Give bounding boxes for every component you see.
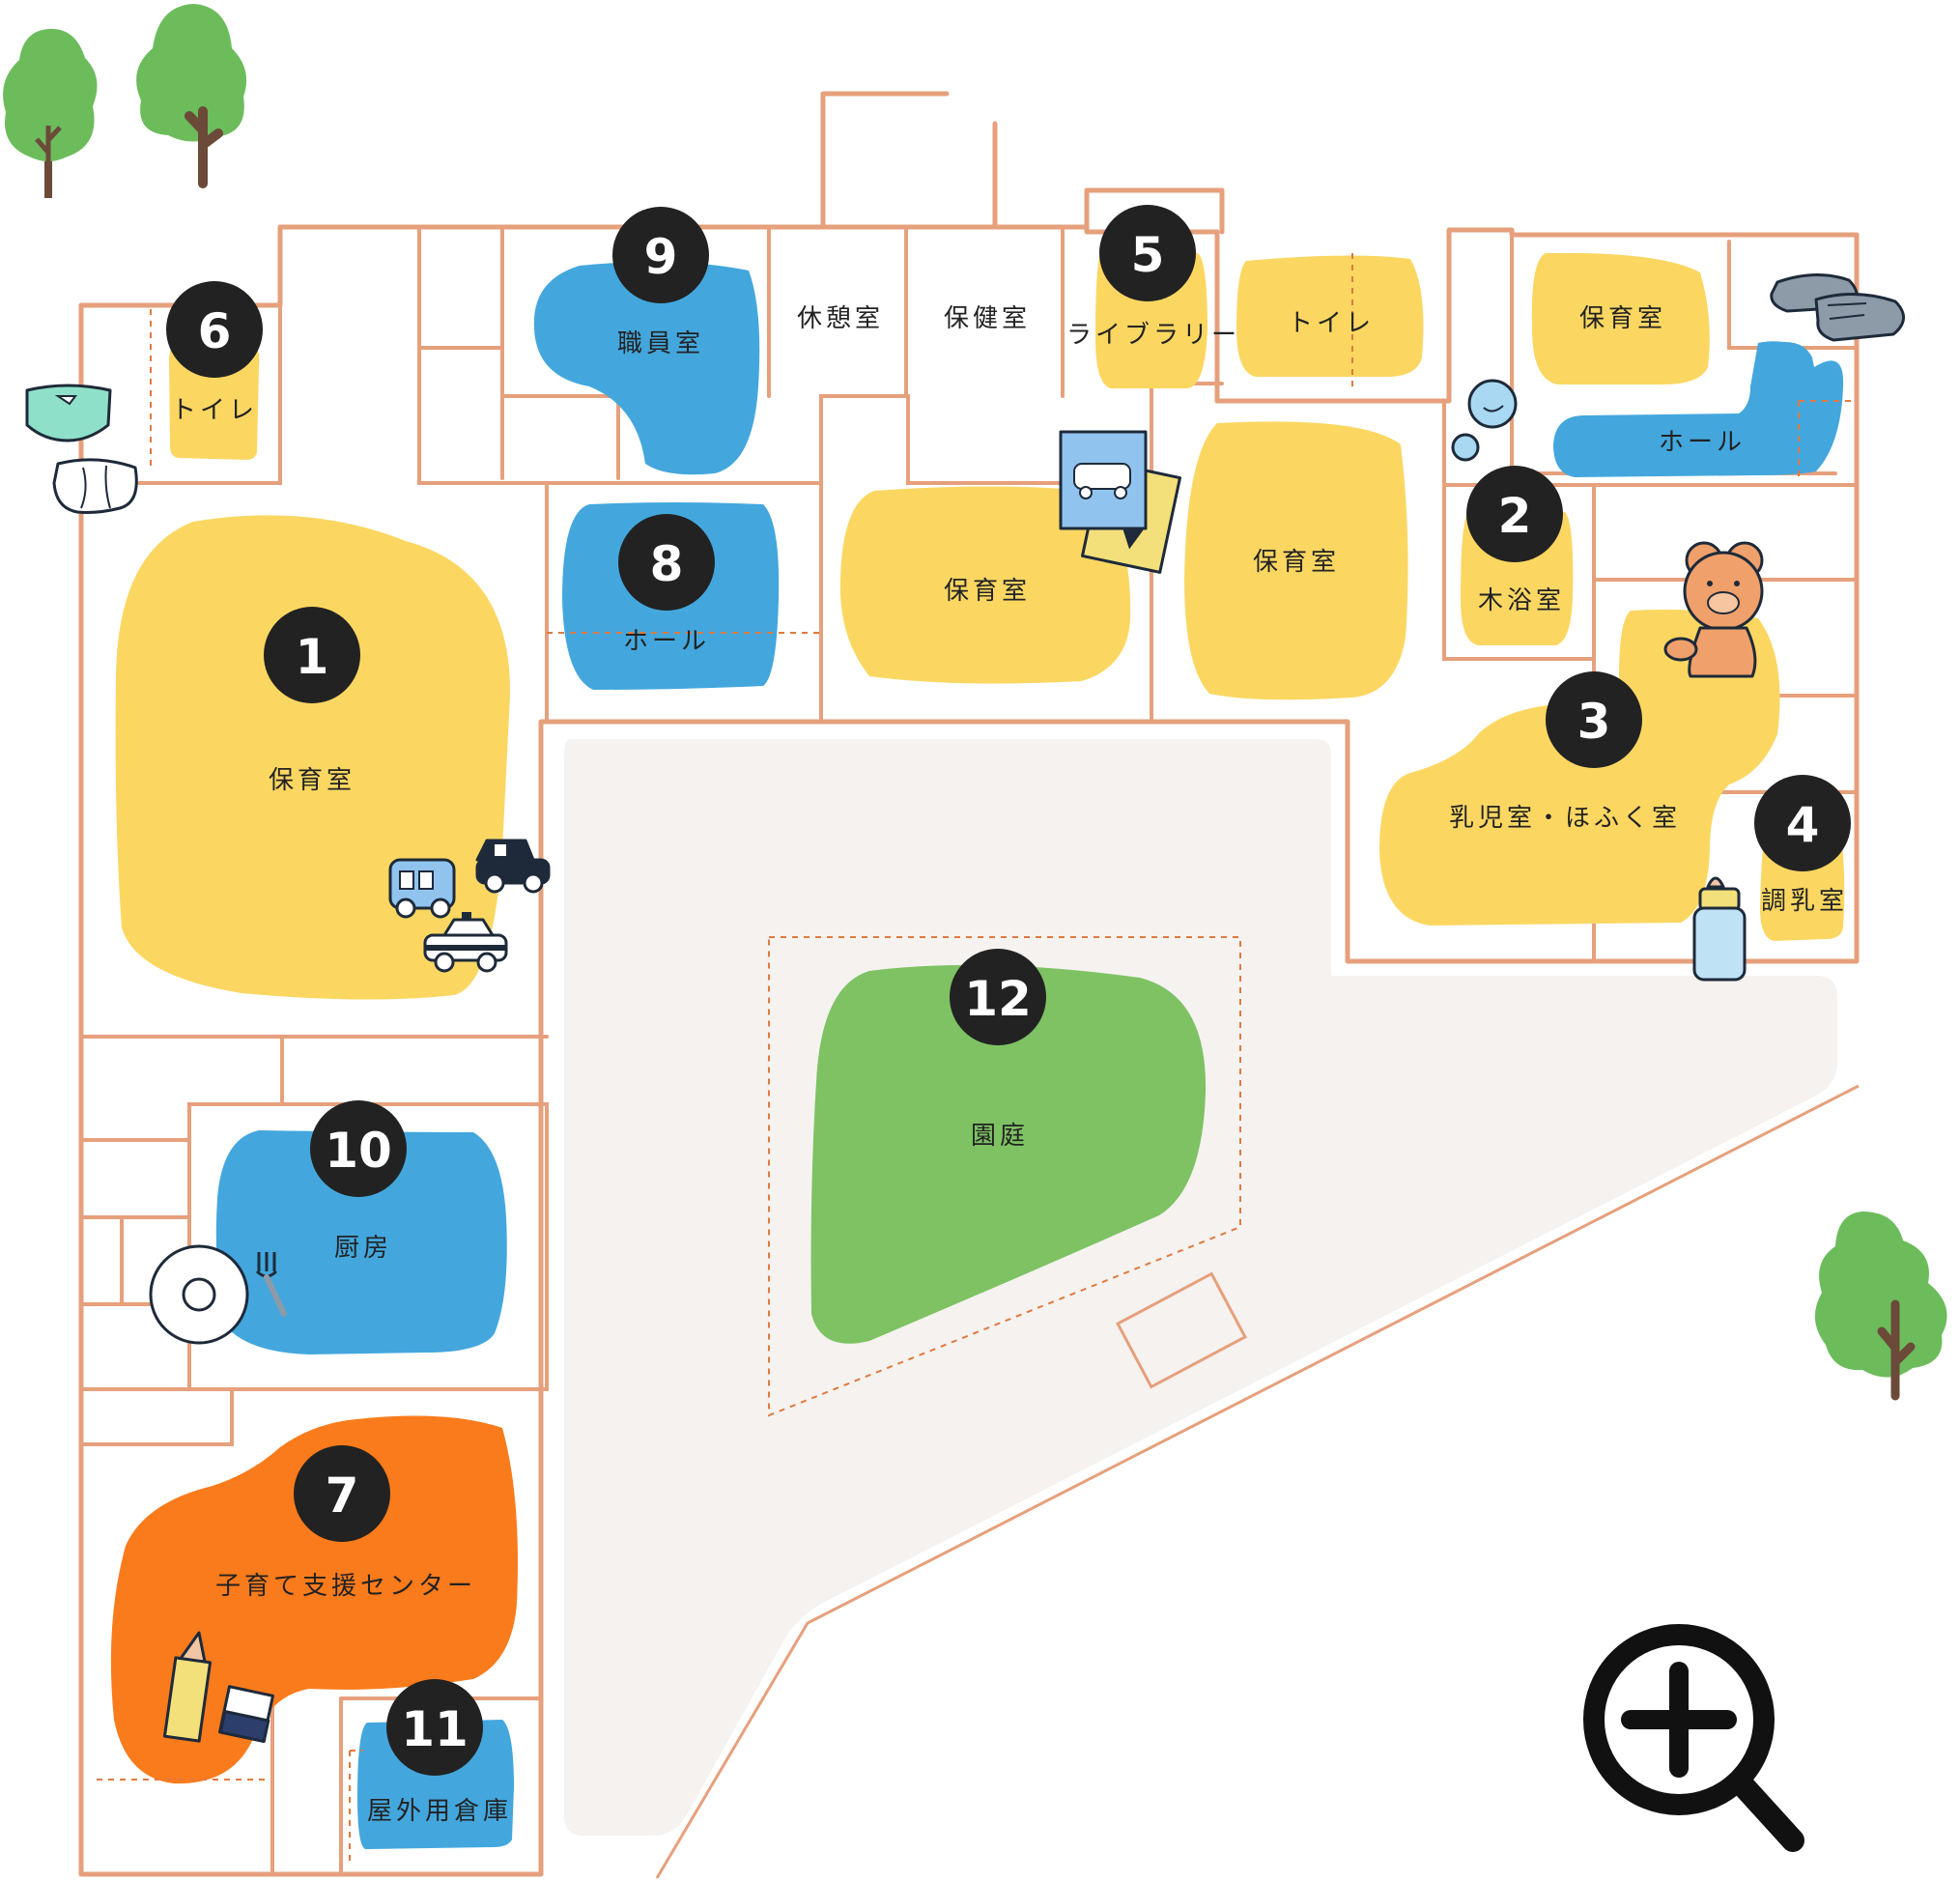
room-9-label: 職員室 [617,329,704,358]
health-room-label: 保健室 [944,304,1031,333]
badge-1[interactable]: 1 [264,607,360,703]
room-nursery-mid1-shape [839,486,1131,684]
toilet-top-label: トイレ [1288,309,1375,338]
hall-tr-label: ホール [1659,428,1746,457]
svg-text:7: 7 [326,1468,359,1524]
badge-12[interactable]: 12 [950,949,1046,1045]
svg-text:8: 8 [650,536,684,592]
teddy-bear-icon [1663,541,1764,678]
nursery-tr-label: 保育室 [1579,304,1666,333]
room-toilet-top-shape [1236,255,1424,377]
badge-7[interactable]: 7 [294,1445,390,1542]
rest-room-label: 休憩室 [797,304,884,333]
badge-6[interactable]: 6 [166,281,263,378]
svg-text:12: 12 [964,971,1032,1027]
badge-3[interactable]: 3 [1546,671,1642,768]
plate-icon [149,1244,249,1345]
svg-text:2: 2 [1498,488,1532,544]
diaper-icon [25,384,138,514]
svg-text:5: 5 [1131,227,1165,283]
room-1-label: 保育室 [269,766,355,795]
room-10-label: 厨房 [334,1234,392,1263]
badge-5[interactable]: 5 [1099,205,1196,301]
bubbles-icon [1451,379,1518,462]
badge-9[interactable]: 9 [612,207,709,303]
room-9-shape [533,262,760,475]
room-3-shape [1379,610,1780,926]
picture-book-icon [1059,430,1181,574]
zoom-in-icon[interactable] [1583,1624,1804,1852]
svg-text:11: 11 [401,1701,469,1757]
room-7-shape [110,1415,518,1784]
tree-icon [136,4,247,188]
badge-4[interactable]: 4 [1754,775,1851,871]
tree-icon [1814,1211,1947,1401]
room-10-shape [215,1130,507,1354]
courtyard-outline [655,1084,1860,1879]
room-6-label: トイレ [171,396,258,425]
toy-bus-icon [388,858,456,919]
room-7-label: 子育て支援センター [215,1572,476,1601]
badge-2[interactable]: 2 [1466,466,1563,562]
fork-icon [255,1252,287,1317]
nursery-mid1-label: 保育室 [944,577,1031,606]
room-hall-tr-shape [1553,341,1844,477]
room-5-label: ライブラリー [1066,321,1240,350]
nursery-mid2-label: 保育室 [1253,548,1340,577]
eraser-icon [218,1685,274,1744]
room-6-shape [169,346,260,460]
room-nursery-mid2-shape [1184,421,1408,700]
room-11-label: 屋外用倉庫 [367,1797,512,1826]
svg-text:10: 10 [325,1123,392,1179]
svg-text:4: 4 [1786,797,1820,853]
baby-bottle-icon [1692,876,1747,982]
svg-text:3: 3 [1577,694,1611,750]
shoes-icon [1770,272,1905,342]
dashed-divider [349,1750,363,1867]
police-car-icon [423,912,508,973]
toy-car-icon [475,839,551,894]
garden-boundary [768,936,1241,1417]
svg-text:9: 9 [644,229,678,285]
dashed-divider [1798,400,1857,478]
room-4-label: 調乳室 [1761,887,1848,916]
room-12-shape [810,964,1207,1344]
badge-10[interactable]: 10 [310,1100,407,1197]
svg-text:1: 1 [296,629,329,685]
pencil-icon [162,1631,213,1743]
room-3-label: 乳児室・ほふく室 [1449,804,1681,833]
badge-8[interactable]: 8 [618,514,715,611]
svg-text:6: 6 [198,303,232,359]
sandbox [1116,1271,1247,1389]
room-12-label: 園庭 [971,1122,1029,1151]
room-8-label: ホール [623,627,710,656]
tree-icon [3,28,98,198]
room-nursery-tr-shape [1531,252,1710,385]
badge-11[interactable]: 11 [386,1679,483,1776]
room-2-label: 木浴室 [1478,586,1565,615]
